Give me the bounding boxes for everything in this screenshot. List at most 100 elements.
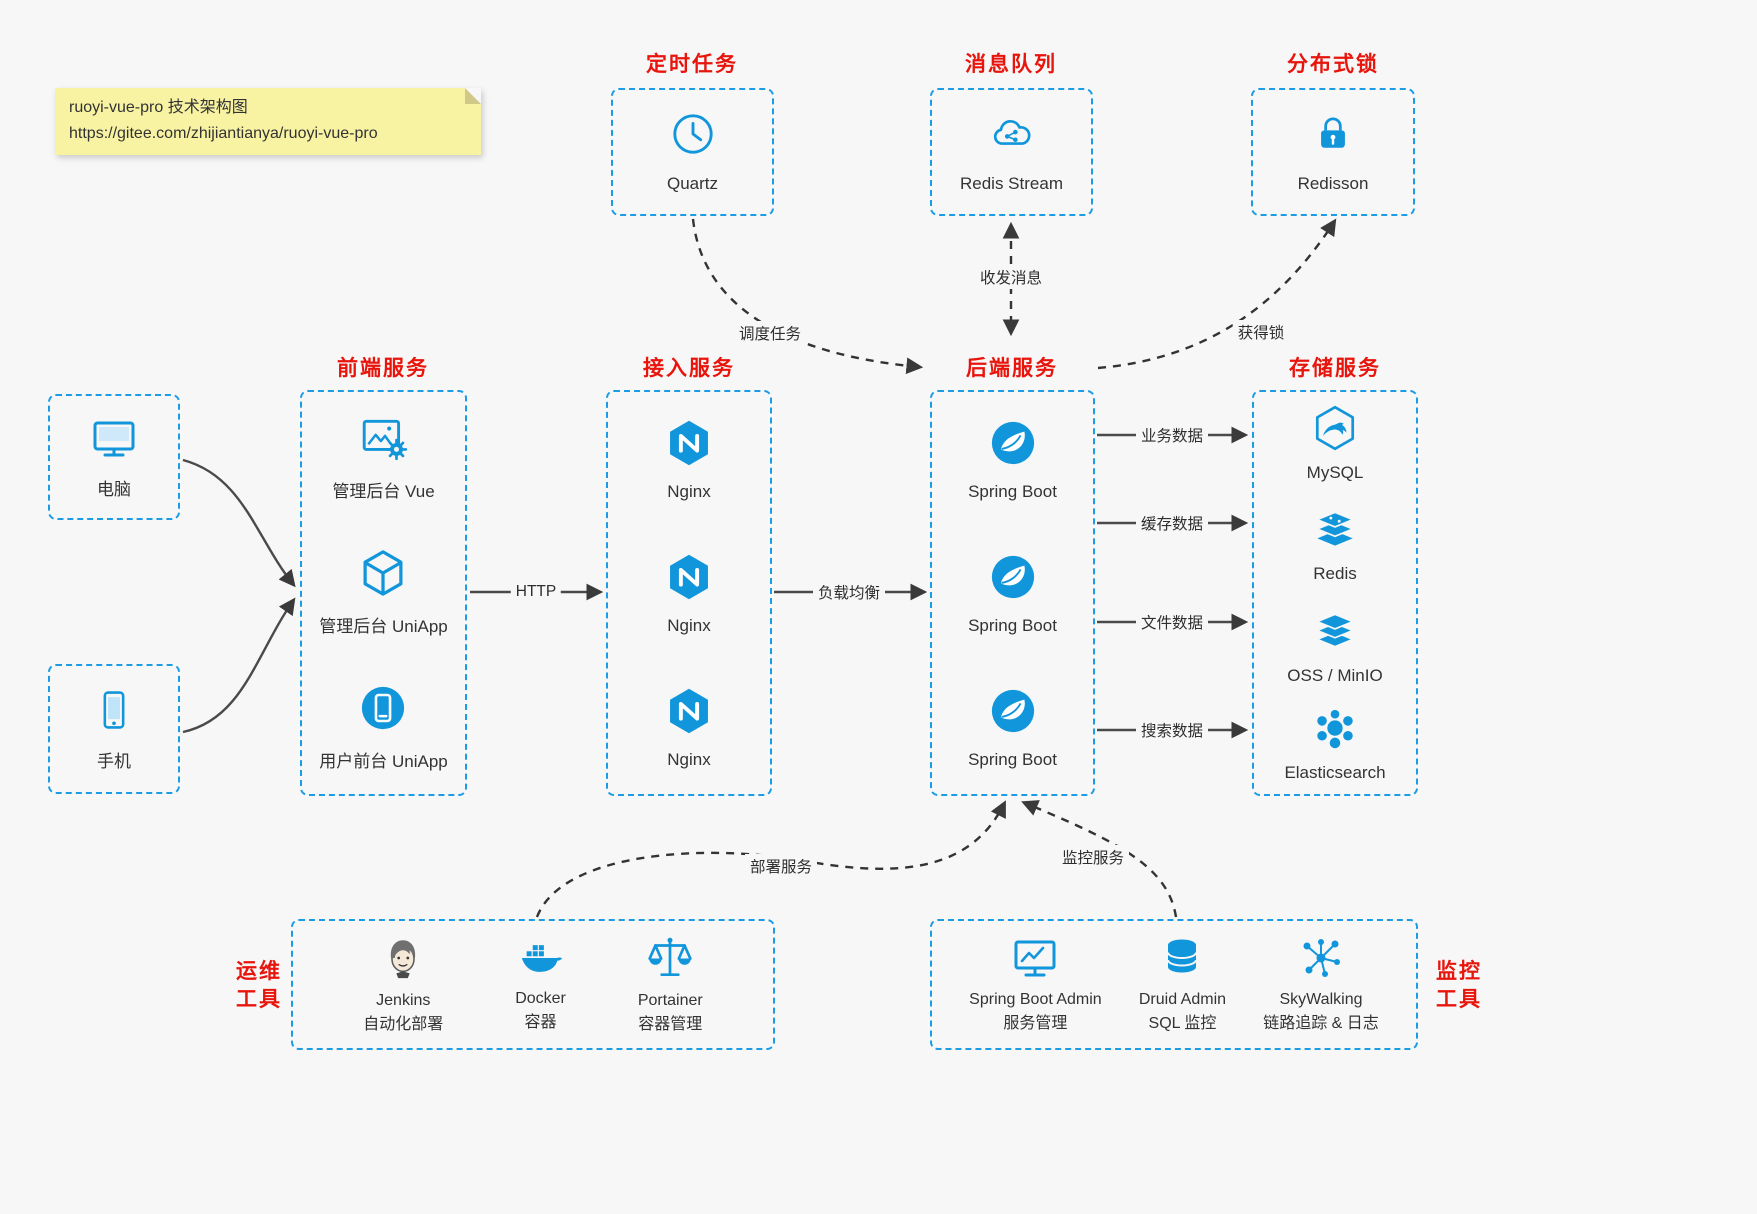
box-computer: 电脑 — [48, 394, 180, 520]
edge-label-message: 收发消息 — [974, 265, 1048, 289]
redis-stack-icon — [1309, 504, 1361, 559]
storage-item-oss: OSS / MinIO — [1287, 606, 1383, 686]
computer-label: 电脑 — [97, 480, 131, 499]
gateway-item-label: Nginx — [667, 749, 711, 769]
gateway-item: Nginx — [663, 551, 715, 636]
title-frontend: 前端服务 — [337, 357, 429, 380]
admin-vue-icon — [357, 414, 411, 469]
title-dist-lock: 分布式锁 — [1287, 53, 1379, 76]
spring-boot-icon — [987, 685, 1039, 742]
frontend-item-admin-vue: 管理后台 Vue — [332, 414, 435, 502]
ops-item-desc: 容器管理 — [638, 1016, 703, 1033]
edge-label-monitor: 监控服务 — [1056, 845, 1130, 869]
gateway-item: Nginx — [663, 417, 715, 502]
edge-label-business-data: 业务数据 — [1135, 423, 1209, 447]
ops-item-name: Docker — [515, 989, 566, 1007]
ops-item-docker: Docker 容器 — [514, 935, 568, 1035]
oss-minio-icon — [1309, 606, 1361, 661]
frontend-item-label: 管理后台 Vue — [332, 482, 435, 502]
ops-side-label-line2: 工具 — [236, 988, 282, 1012]
uniapp-box-icon — [357, 547, 409, 604]
phone-label: 手机 — [97, 752, 131, 771]
nginx-icon — [663, 417, 715, 474]
elasticsearch-icon — [1311, 707, 1359, 758]
frontend-item-label: 用户前台 UniApp — [319, 751, 448, 771]
title-mq: 消息队列 — [965, 53, 1057, 76]
monitoring-side-label-line1: 监控 — [1436, 960, 1482, 983]
ops-item-name: Portainer — [637, 991, 703, 1009]
spring-boot-icon — [987, 551, 1039, 608]
backend-item-label: Spring Boot — [968, 749, 1057, 769]
box-monitoring-tools: Spring Boot Admin 服务管理 Druid Admin SQL 监… — [930, 919, 1418, 1050]
edge-label-search-data: 搜索数据 — [1135, 718, 1209, 742]
frontend-item-admin-uniapp: 管理后台 UniApp — [319, 547, 448, 637]
sticky-note: ruoyi-vue-pro 技术架构图 https://gitee.com/zh… — [55, 88, 481, 155]
edge-label-cache-data: 缓存数据 — [1135, 511, 1209, 535]
cloud-stream-icon — [985, 111, 1039, 162]
monitoring-item-sba: Spring Boot Admin 服务管理 — [969, 934, 1102, 1036]
monitoring-item-name: Druid Admin — [1138, 990, 1227, 1008]
backend-item: Spring Boot — [968, 417, 1057, 502]
ops-side-label-line1: 运维 — [236, 960, 282, 983]
storage-item-label: OSS / MinIO — [1287, 665, 1383, 685]
storage-item-label: Elasticsearch — [1284, 763, 1386, 783]
backend-item: Spring Boot — [968, 685, 1057, 770]
ops-item-desc: 容器 — [524, 1014, 557, 1031]
docker-icon — [514, 935, 568, 986]
gateway-item: Nginx — [663, 685, 715, 770]
scales-icon — [645, 933, 695, 988]
edge-label-acquire-lock: 获得锁 — [1232, 320, 1290, 344]
storage-item-mysql: MySQL — [1306, 403, 1364, 483]
desktop-icon — [88, 414, 140, 467]
frontend-item-user-uniapp: 用户前台 UniApp — [319, 682, 448, 772]
backend-item-label: Spring Boot — [968, 615, 1057, 635]
edge-label-load-balance: 负载均衡 — [812, 580, 886, 604]
monitoring-side-label-line2: 工具 — [1436, 988, 1482, 1012]
box-redisson: Redisson — [1251, 88, 1415, 216]
edge-label-schedule: 调度任务 — [733, 321, 807, 345]
box-frontend: 管理后台 Vue 管理后台 UniApp 用户前台 UniApp — [300, 390, 467, 796]
ops-item-jenkins: Jenkins 自动化部署 — [363, 933, 443, 1037]
nginx-icon — [663, 551, 715, 608]
title-storage: 存储服务 — [1289, 357, 1381, 380]
storage-item-label: MySQL — [1306, 462, 1364, 482]
phone-icon — [92, 686, 136, 739]
backend-item: Spring Boot — [968, 551, 1057, 636]
box-phone: 手机 — [48, 664, 180, 794]
box-ops-tools: Jenkins 自动化部署 Docker 容器 — [291, 919, 775, 1050]
spring-boot-icon — [987, 417, 1039, 474]
clock-icon — [670, 111, 716, 162]
monitoring-item-druid: Druid Admin SQL 监控 — [1139, 934, 1226, 1036]
mysql-icon — [1310, 403, 1360, 458]
storage-item-label: Redis — [1313, 564, 1357, 584]
lock-icon — [1311, 111, 1355, 162]
monitoring-item-desc: SQL 监控 — [1148, 1015, 1217, 1032]
edge-label-deploy: 部署服务 — [744, 854, 818, 878]
edge-acquire-lock — [1097, 218, 1337, 370]
redis-stream-label: Redis Stream — [960, 173, 1063, 193]
note-url: https://gitee.com/zhijiantianya/ruoyi-vu… — [69, 125, 378, 143]
title-scheduler: 定时任务 — [646, 53, 738, 76]
edge-computer-frontend — [182, 458, 296, 588]
edge-phone-frontend — [182, 597, 296, 734]
frontend-item-label: 管理后台 UniApp — [319, 616, 448, 636]
storage-item-redis: Redis — [1309, 504, 1361, 584]
box-redis-stream: Redis Stream — [930, 88, 1093, 216]
ops-item-desc: 自动化部署 — [363, 1016, 444, 1033]
monitoring-item-name: SkyWalking — [1279, 990, 1363, 1008]
backend-item-label: Spring Boot — [968, 481, 1057, 501]
nginx-icon — [663, 685, 715, 742]
storage-item-elasticsearch: Elasticsearch — [1284, 707, 1386, 783]
monitoring-item-name: Spring Boot Admin — [969, 990, 1102, 1008]
title-gateway: 接入服务 — [643, 357, 735, 380]
edge-label-http: HTTP — [510, 582, 562, 602]
box-quartz: Quartz — [611, 88, 774, 216]
note-title: ruoyi-vue-pro 技术架构图 — [69, 99, 248, 116]
redisson-label: Redisson — [1297, 173, 1369, 193]
quartz-label: Quartz — [666, 173, 719, 193]
box-gateway: Nginx Nginx Nginx — [606, 390, 772, 796]
ops-side-label: 运维 工具 — [236, 958, 282, 1015]
monitor-chart-icon — [1009, 934, 1061, 987]
